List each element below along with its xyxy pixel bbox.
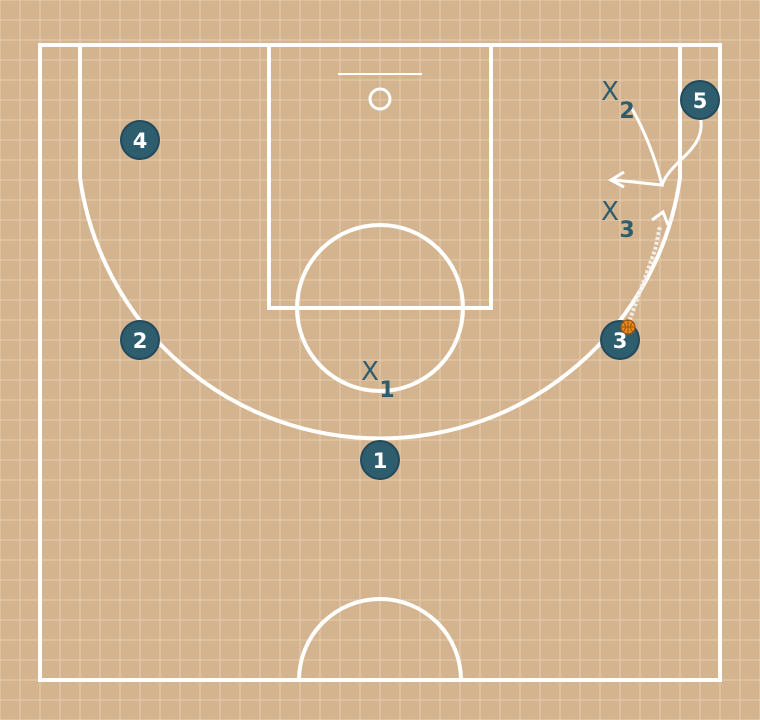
dribble-arrow-head <box>651 209 670 226</box>
move-path-x2 <box>613 101 664 187</box>
player-5[interactable]: 5 <box>680 80 720 120</box>
defender-x1[interactable]: X 1 <box>361 357 395 403</box>
player-marker <box>360 440 400 480</box>
player-number: 2 <box>133 329 148 353</box>
player-marker <box>680 80 720 120</box>
defender-number: 3 <box>619 218 634 243</box>
move-arrow-head <box>607 170 625 189</box>
player-marker <box>120 320 160 360</box>
defender-x2[interactable]: X 2 <box>601 77 635 124</box>
player-number: 3 <box>613 329 628 353</box>
defender-letter: X <box>601 77 619 107</box>
defender-number: 2 <box>619 99 634 124</box>
player-2[interactable]: 2 <box>120 320 160 360</box>
player-number: 5 <box>693 89 708 113</box>
basket-rim <box>368 87 392 111</box>
player-number: 1 <box>373 449 388 473</box>
defense-players: X 1 X 2 X 3 <box>361 77 635 403</box>
defender-number: 1 <box>379 378 394 403</box>
center-circle <box>297 597 463 681</box>
defender-letter: X <box>361 357 379 387</box>
player-1[interactable]: 1 <box>360 440 400 480</box>
player-marker <box>120 120 160 160</box>
defender-x3[interactable]: X 3 <box>601 197 635 243</box>
ball[interactable] <box>620 319 636 335</box>
basketball-seams <box>621 320 635 334</box>
free-throw-circle <box>295 223 465 393</box>
dribble-path-3 <box>626 225 662 326</box>
player-4[interactable]: 4 <box>120 120 160 160</box>
cut-path-5 <box>660 114 703 186</box>
play-actions <box>607 101 703 326</box>
defender-letter: X <box>601 197 619 227</box>
paint-lane <box>267 43 493 310</box>
player-number: 4 <box>133 129 148 153</box>
